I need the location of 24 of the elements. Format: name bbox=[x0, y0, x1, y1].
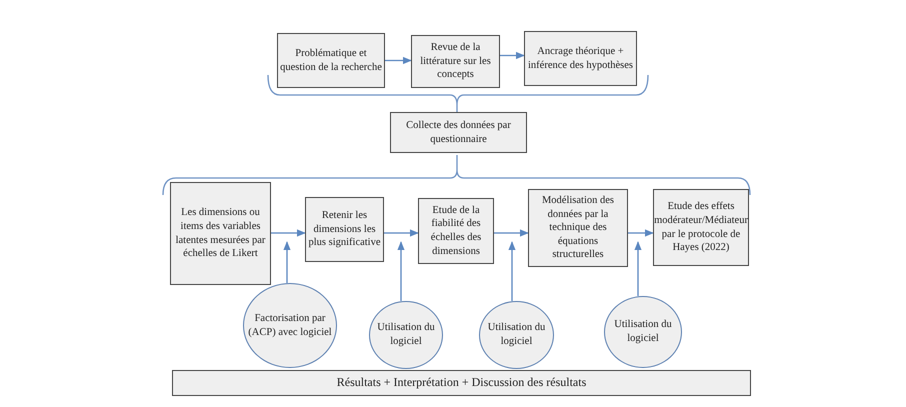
tool-ellipse: Utilisation du logiciel bbox=[479, 301, 554, 369]
process-box: Modélisation des données par la technique des équations structurelles bbox=[528, 189, 628, 267]
arrow bbox=[634, 241, 642, 296]
arrow bbox=[385, 56, 412, 64]
tool-ellipse: Utilisation du logiciel bbox=[604, 296, 682, 368]
arrow bbox=[494, 229, 529, 237]
arrow bbox=[283, 241, 291, 283]
arrow bbox=[628, 229, 654, 237]
process-box: Etude des effets modérateur/Médiateur par le protocole de Hayes (2022) bbox=[653, 189, 749, 266]
arrow bbox=[397, 241, 405, 301]
tool-ellipse: Factorisation par (ACP) avec logiciel bbox=[243, 283, 337, 368]
tool-ellipse: Utilisation du logiciel bbox=[369, 301, 443, 369]
process-box: Etude de la fiabilité des échelles des dimensions bbox=[418, 198, 494, 264]
process-box: Collecte des données par questionnaire bbox=[390, 112, 527, 153]
arrow bbox=[500, 52, 525, 60]
process-box: Résultats + Interprétation + Discussion des résultats bbox=[172, 370, 751, 396]
process-box: Problématique et question de la recherche bbox=[277, 33, 385, 88]
process-box: Revue de la littérature sur les concepts bbox=[411, 35, 500, 88]
arrow bbox=[508, 241, 516, 301]
process-box: Ancrage théorique + inférence des hypothèses bbox=[524, 31, 637, 86]
process-box: Les dimensions ou items des variables latentes mesurées par échelles de Likert bbox=[170, 182, 271, 285]
arrow bbox=[384, 229, 419, 237]
arrow bbox=[271, 229, 306, 237]
process-box: Retenir les dimensions les plus significative bbox=[305, 197, 384, 262]
